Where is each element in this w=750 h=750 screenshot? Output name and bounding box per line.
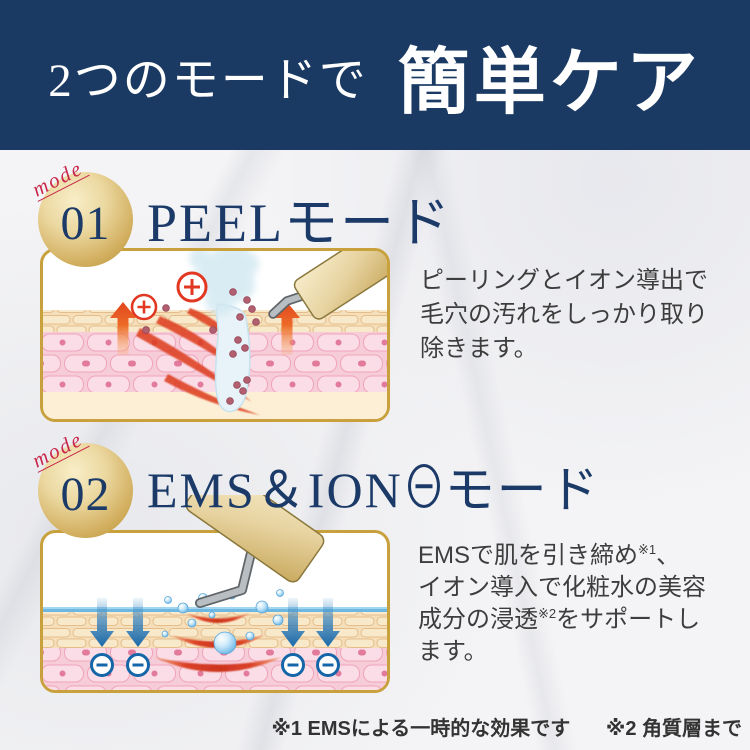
up-arrow-icon <box>274 302 300 355</box>
mode2-badge: mode 02 <box>28 427 133 538</box>
footnote-marker: ※2 <box>538 606 557 621</box>
desc-line: 成分の浸透※2をサポートし <box>418 606 701 633</box>
header-subtitle: 2つのモードで <box>48 54 368 107</box>
footnote-2: ※2 角質層まで <box>605 718 742 740</box>
device-handpiece <box>185 495 325 608</box>
mode1-title: PEELモード <box>147 193 452 253</box>
desc-line: EMSで肌を引き締め※1、 <box>418 542 681 569</box>
mode2-title: EMS＆ION モード <box>147 450 601 522</box>
minus-ion-icon <box>281 653 305 677</box>
minus-ion-icon <box>90 653 114 677</box>
footnotes: ※1 EMSによる一時的な効果です ※2 角質層まで <box>271 712 742 741</box>
minus-ion-icon <box>126 653 150 677</box>
desc-line: ます。 <box>418 638 488 665</box>
ion-minus-icon <box>407 464 440 508</box>
desc-line: 毛穴の汚れをしっかり取り <box>420 301 708 328</box>
mode1-badge: mode 01 <box>28 156 133 267</box>
down-arrow-icon <box>316 598 340 647</box>
mode2-title-prefix: EMS＆ION <box>147 462 403 518</box>
mode1-description: ピーリングとイオン導出で 毛穴の汚れをしっかり取り 除きます。 <box>420 264 708 366</box>
mode2-badge-number: 02 <box>60 468 111 521</box>
minus-ion-icon <box>316 653 340 677</box>
mode2-title-suffix: モード <box>444 462 601 518</box>
desc-line: 除きます。 <box>420 335 538 362</box>
up-arrow-icon <box>110 302 136 355</box>
footnote-marker: ※1 <box>638 542 657 557</box>
header-banner: 2つのモードで 簡単ケア <box>0 0 750 150</box>
bubbles <box>161 589 284 655</box>
mist <box>189 251 259 315</box>
mode2-description: EMSで肌を引き締め※1、 イオン導入で化粧水の美容 成分の浸透※2をサポートし… <box>418 540 706 668</box>
moisture-layer <box>43 607 387 612</box>
peel-mode-illustration <box>40 248 390 422</box>
plus-ion-icon <box>130 293 158 321</box>
mode1-badge-number: 01 <box>60 197 111 250</box>
down-arrow-icon <box>126 598 150 647</box>
desc-line: イオン導入で化粧水の美容 <box>418 574 706 601</box>
down-arrow-icon <box>90 598 114 647</box>
device-handpiece <box>268 251 387 320</box>
plus-ion-icon <box>176 271 208 303</box>
footnote-1: ※1 EMSによる一時的な効果です <box>271 718 571 740</box>
desc-line: ピーリングとイオン導出で <box>420 267 708 294</box>
down-arrow-icon <box>281 598 305 647</box>
ems-ion-mode-illustration <box>40 495 390 693</box>
header-title: 簡単ケア <box>397 42 702 123</box>
